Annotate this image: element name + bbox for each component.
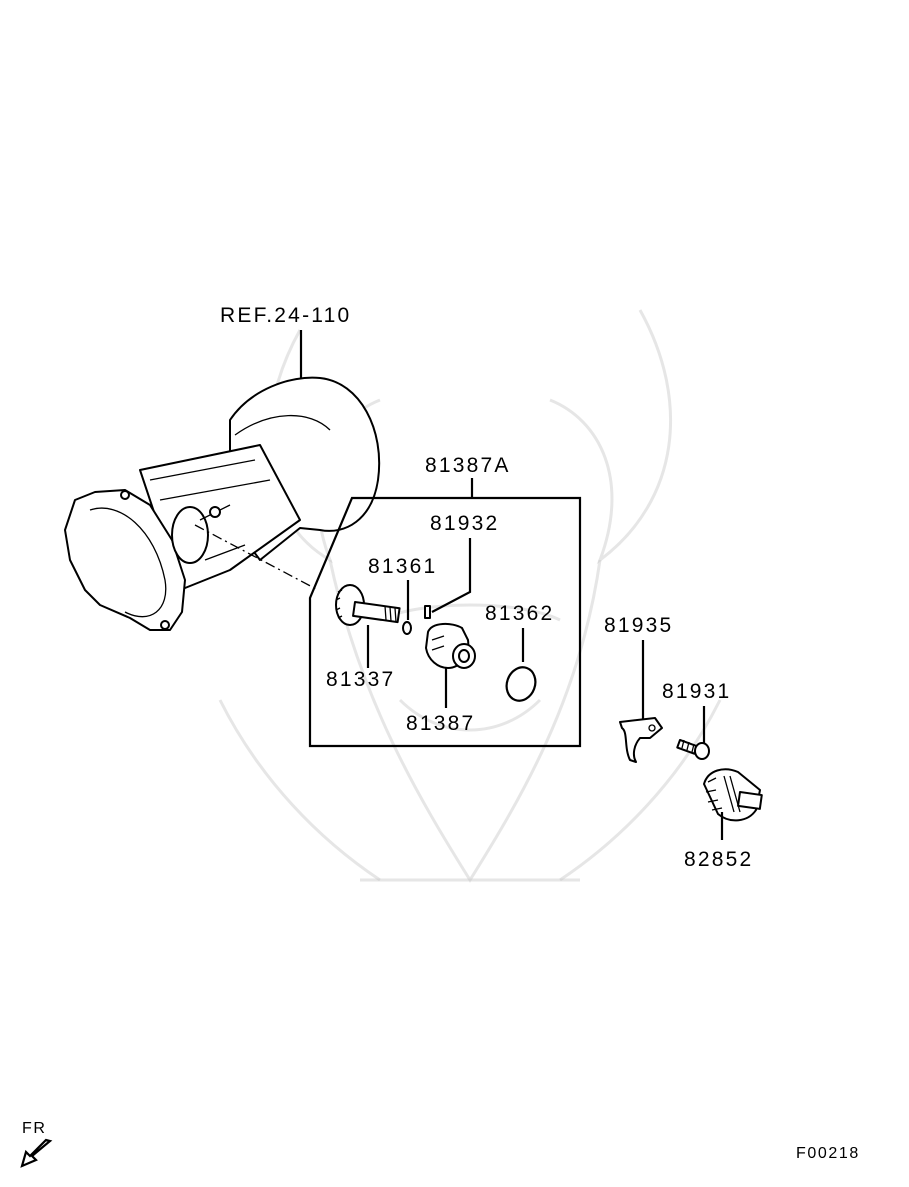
label-81361: 81361: [368, 555, 437, 578]
label-81387A: 81387A: [425, 454, 511, 477]
label-81935: 81935: [604, 614, 673, 637]
part-81387-sleeve: [425, 622, 476, 669]
part-82852-sensor: [703, 768, 763, 822]
part-81931-bolt: [676, 739, 710, 760]
alignment-line: [194, 524, 319, 591]
part-81932-pin: [424, 605, 431, 619]
group-box-81387A: [308, 496, 582, 748]
leader-81932: [431, 538, 472, 613]
label-81337: 81337: [326, 668, 395, 691]
front-indicator-label: FR: [22, 1120, 47, 1137]
label-81362: 81362: [485, 602, 554, 625]
part-81935-clamp: [619, 717, 663, 763]
label-81932: 81932: [430, 512, 499, 535]
front-arrow-icon: [20, 1138, 53, 1168]
reference-label: REF.24-110: [220, 304, 351, 327]
transmission-housing: [64, 376, 381, 631]
figure-code: F00218: [796, 1145, 860, 1162]
label-82852: 82852: [684, 848, 753, 871]
label-81931: 81931: [662, 680, 731, 703]
label-81387: 81387: [406, 712, 475, 735]
part-81337-gear: [335, 584, 401, 626]
part-81361-ring: [402, 621, 412, 635]
part-81362-o-ring: [505, 666, 537, 702]
